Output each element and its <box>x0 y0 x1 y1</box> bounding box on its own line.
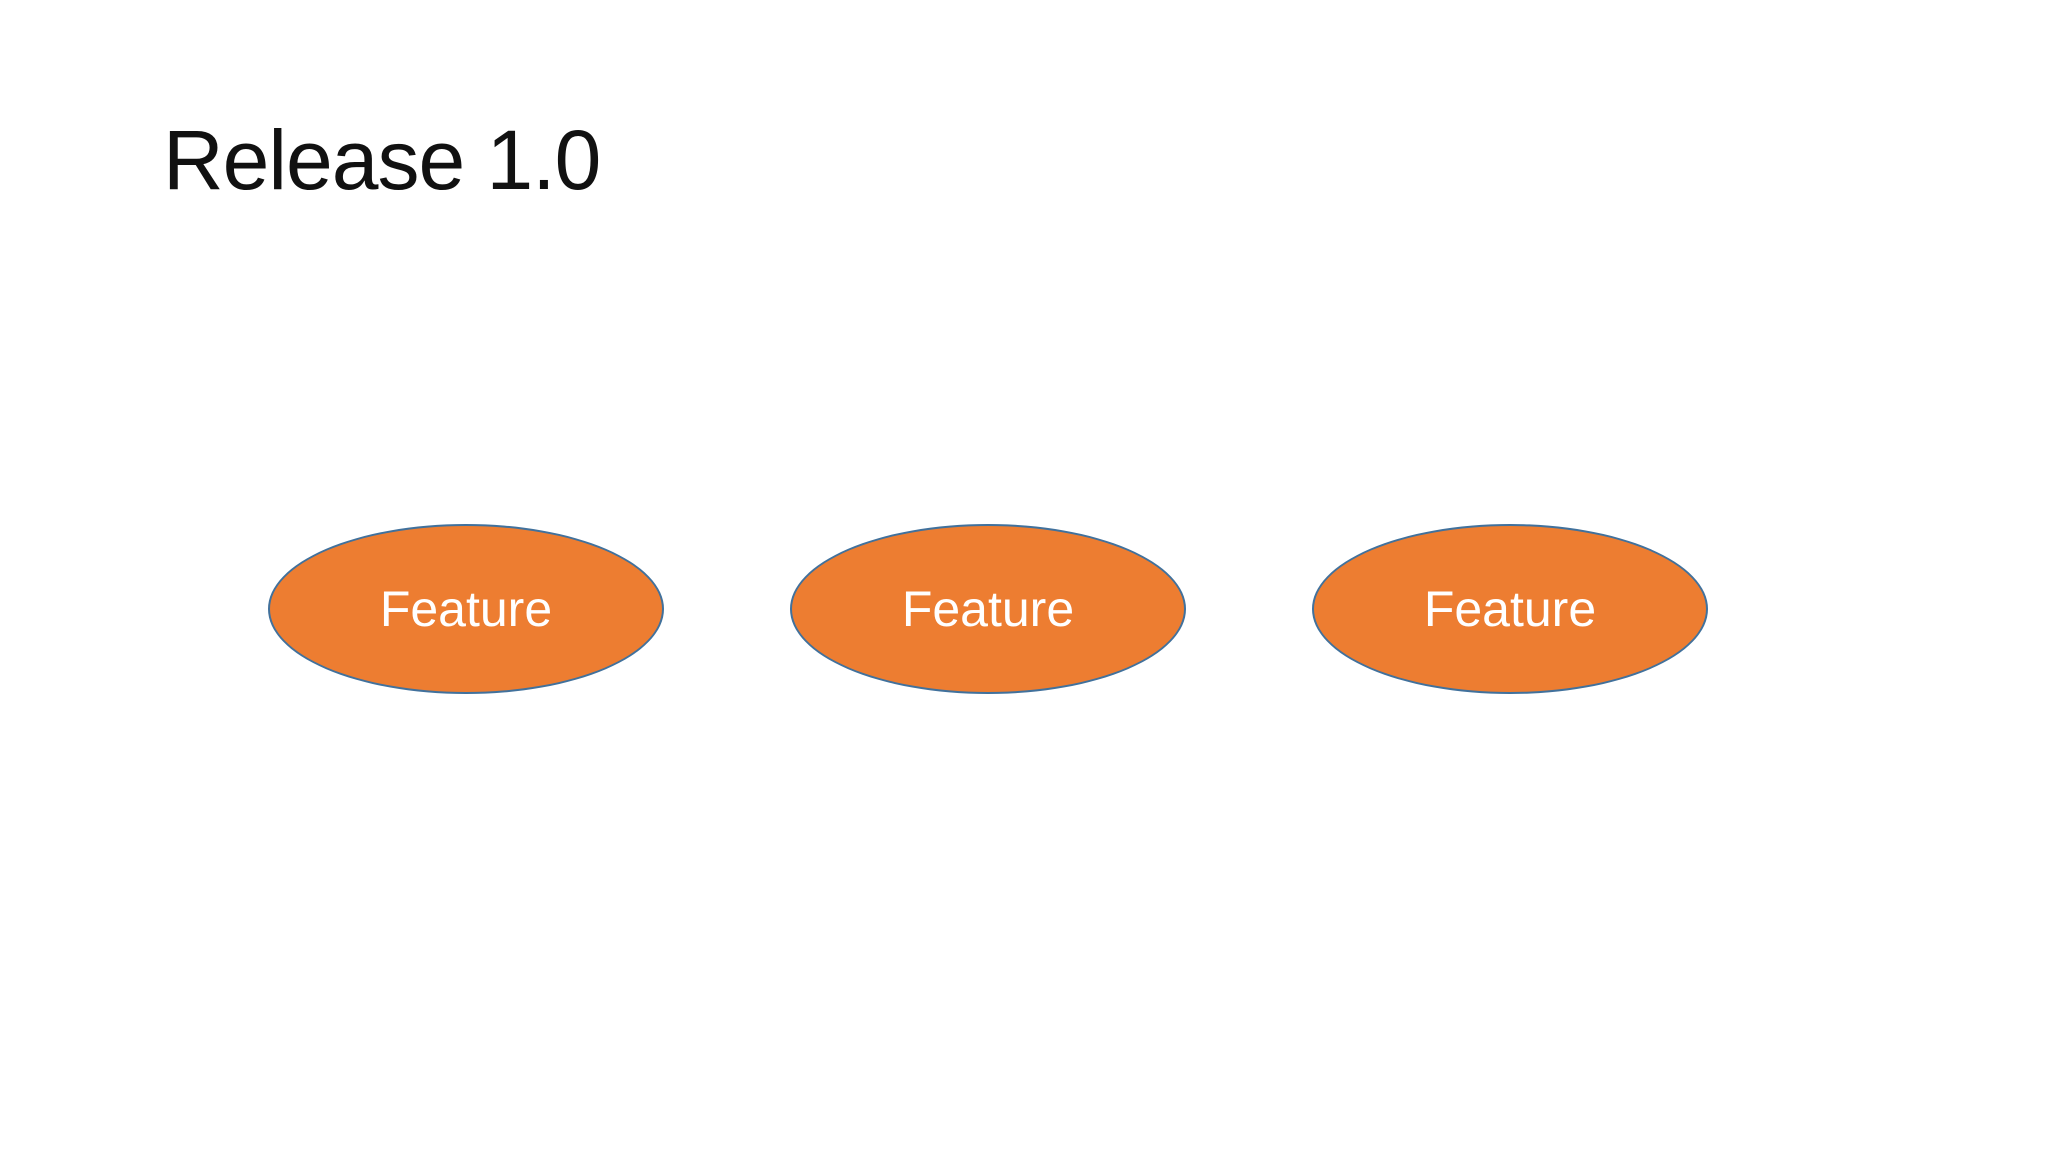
feature-ellipse: Feature <box>268 524 664 694</box>
feature-label: Feature <box>379 581 553 637</box>
feature-label: Feature <box>901 581 1075 637</box>
feature-label: Feature <box>1423 581 1597 637</box>
slide-title: Release 1.0 <box>163 113 601 207</box>
feature-ellipse: Feature <box>790 524 1186 694</box>
feature-ellipse: Feature <box>1312 524 1708 694</box>
